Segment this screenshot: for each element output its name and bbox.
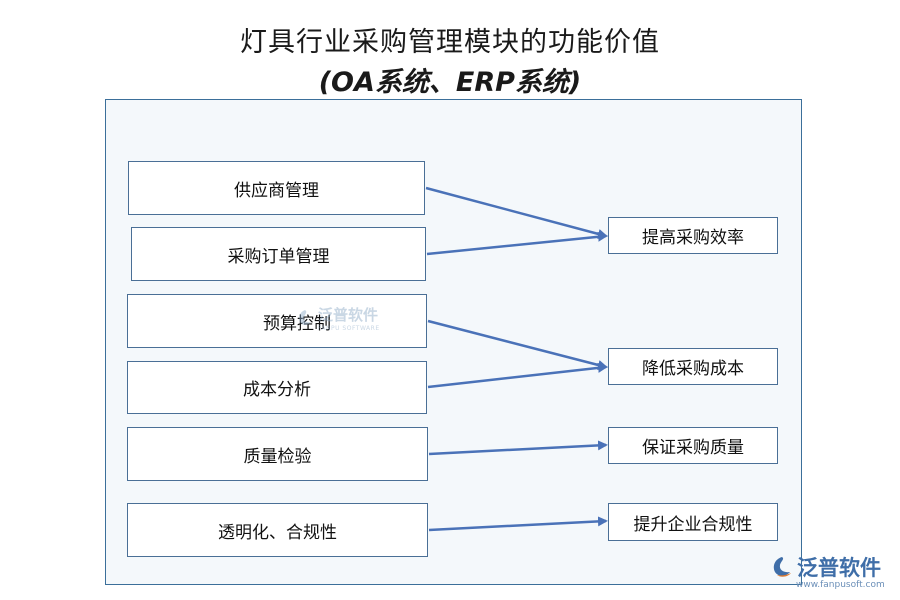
watermark-subtitle: FANPU SOFTWARE <box>318 325 380 332</box>
value-box-quality: 保证采购质量 <box>608 427 778 464</box>
function-label-quality-inspection: 质量检验 <box>243 446 312 467</box>
function-box-order: 采购订单管理 <box>131 227 426 281</box>
value-box-efficiency: 提高采购效率 <box>608 217 778 254</box>
value-box-cost: 降低采购成本 <box>608 348 778 385</box>
value-label-quality: 保证采购质量 <box>642 438 744 458</box>
brand-logo-icon <box>773 557 791 577</box>
function-box-cost-analysis: 成本分析 <box>127 361 427 414</box>
function-label-order: 采购订单管理 <box>227 246 330 267</box>
diagram-subtitle: (OA系统、ERP系统) <box>318 67 582 98</box>
watermark-corner-brand: 泛普软件 <box>797 556 881 580</box>
function-box-transparency: 透明化、合规性 <box>127 503 428 557</box>
watermark-center: 泛普软件 FANPU SOFTWARE <box>296 304 380 332</box>
value-box-compliance: 提升企业合规性 <box>608 503 778 541</box>
function-label-transparency: 透明化、合规性 <box>218 522 337 543</box>
brand-logo-icon <box>299 310 311 325</box>
function-label-cost-analysis: 成本分析 <box>243 380 311 400</box>
watermark-url: www.fanpusoft.com <box>796 580 885 590</box>
function-box-budget: 预算控制 <box>127 294 427 348</box>
function-box-quality-inspection: 质量检验 <box>127 427 428 481</box>
function-box-supplier: 供应商管理 <box>128 161 425 215</box>
watermark-corner: 泛普软件 www.fanpusoft.com <box>770 552 885 590</box>
diagram-title: 灯具行业采购管理模块的功能价值 <box>240 27 660 58</box>
function-label-budget: 预算控制 <box>263 313 331 334</box>
value-label-cost: 降低采购成本 <box>642 359 744 379</box>
watermark-brand: 泛普软件 <box>318 306 379 324</box>
value-label-compliance: 提升企业合规性 <box>633 514 753 535</box>
function-label-supplier: 供应商管理 <box>234 180 319 201</box>
value-label-efficiency: 提高采购效率 <box>642 228 744 248</box>
